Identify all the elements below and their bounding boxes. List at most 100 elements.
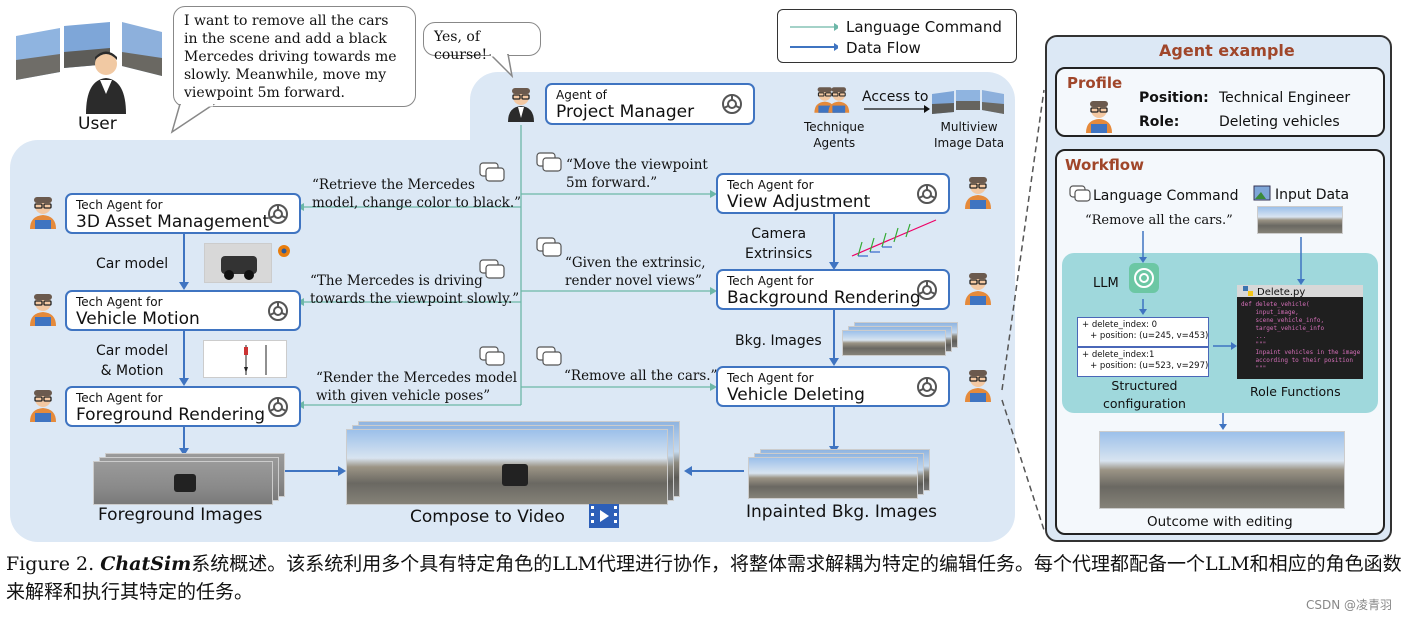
video-icon <box>589 504 619 528</box>
foreground-images-label: Foreground Images <box>98 505 263 525</box>
agent-big: Vehicle Motion <box>76 309 200 329</box>
config-entry-1: + delete_index: 0 + position: (u=245, v=… <box>1077 317 1209 347</box>
chat-icon <box>479 259 505 279</box>
foreground-image <box>93 461 273 505</box>
car-icon <box>221 256 257 280</box>
user-label: User <box>78 114 117 134</box>
compose-image <box>346 429 668 505</box>
openai-icon <box>917 279 937 300</box>
command-lines <box>179 125 839 476</box>
python-icon <box>1243 286 1253 296</box>
reply-tail <box>488 54 514 78</box>
input-data-label: Input Data <box>1275 187 1350 203</box>
access-to-label: Access to <box>862 89 929 105</box>
workflow-arrows <box>1139 231 1305 430</box>
profile-panel: Profile Position: Technical Engineer Rol… <box>1055 67 1385 137</box>
input-data-image <box>1257 206 1343 234</box>
motion-sketch <box>244 345 267 375</box>
tech-agent-icon <box>964 369 992 403</box>
car-icon <box>502 464 528 486</box>
agent-big: View Adjustment <box>727 192 871 212</box>
compose-label: Compose to Video <box>410 507 565 527</box>
access-arrow <box>864 105 930 113</box>
motion-image <box>203 340 287 378</box>
caption-name: ChatSim <box>100 553 192 575</box>
watermark: CSDN @凌青羽 <box>1306 598 1393 612</box>
position-key: Position: <box>1139 90 1209 106</box>
car-motion-label: Car model & Motion <box>96 343 169 379</box>
profile-agent-icon <box>1085 100 1113 134</box>
openai-icon <box>917 376 937 397</box>
view-adjustment-agent[interactable]: Tech Agent for View Adjustment <box>716 173 950 214</box>
agent-small: Tech Agent for <box>727 274 814 288</box>
agent-small: Tech Agent for <box>727 371 814 385</box>
inpainted-label: Inpainted Bkg. Images <box>746 502 938 522</box>
code-file-header: Delete.py <box>1237 285 1363 298</box>
openai-icon <box>1129 263 1159 293</box>
openai-icon <box>268 203 288 224</box>
tech-agent-icon <box>29 389 57 423</box>
agent-small: Tech Agent for <box>727 178 814 192</box>
multiview-label: Multiview Image Data <box>934 120 1005 150</box>
chat-icon <box>1069 185 1091 202</box>
legend-flow: Data Flow <box>846 39 921 57</box>
workflow-title: Workflow <box>1065 156 1144 174</box>
background-rendering-agent[interactable]: Tech Agent for Background Rendering <box>716 269 950 310</box>
tech-agent-icon <box>964 272 992 306</box>
agent-example-title: Agent example <box>1159 41 1295 60</box>
chat-icon <box>536 152 562 172</box>
code-filename: Delete.py <box>1257 287 1306 298</box>
agent-small: Tech Agent for <box>76 198 163 212</box>
agent-big: Vehicle Deleting <box>727 385 865 405</box>
position-value: Technical Engineer <box>1219 90 1351 106</box>
tech-agent-icon <box>29 293 57 327</box>
lang-cmd-label: Language Command <box>1093 188 1239 204</box>
legend-language: Language Command <box>846 18 1002 36</box>
workflow-panel: Workflow Language Command Input Data “Re… <box>1055 149 1385 535</box>
agent-big: Foreground Rendering <box>76 405 266 425</box>
code-file: Delete.py def delete_vehicle( input_imag… <box>1237 285 1363 379</box>
camera-label: Camera Extrinsics <box>745 226 813 262</box>
bkg-images-label: Bkg. Images <box>735 333 822 349</box>
role-key: Role: <box>1139 114 1180 130</box>
camera-trajectory-image <box>851 219 937 257</box>
foreground-rendering-agent[interactable]: Tech Agent for Foreground Rendering <box>65 386 301 427</box>
quote-viewpoint: “Move the viewpoint 5m forward.” <box>566 157 708 191</box>
tech-agent-icon <box>29 196 57 230</box>
car-icon <box>174 474 196 492</box>
legend-arrows <box>790 23 838 51</box>
config-entry-2: + delete_index:1 + position: (u=523, v=2… <box>1077 347 1209 377</box>
reply-bubble: Yes, of course! <box>423 22 541 63</box>
car-model-image <box>204 243 272 283</box>
car-model-label: Car model <box>96 256 169 272</box>
openai-icon <box>268 300 288 321</box>
pm-big: Project Manager <box>556 102 695 122</box>
user-icon <box>86 51 126 114</box>
outcome-image <box>1099 431 1345 509</box>
blender-icon <box>278 245 290 257</box>
openai-icon <box>917 183 937 204</box>
role-value: Deleting vehicles <box>1219 114 1340 130</box>
quote-remove: “Remove all the cars.” <box>564 368 718 384</box>
code-body: def delete_vehicle( input_image, scene_v… <box>1237 298 1363 378</box>
quote-retrieve: “Retrieve the Mercedes model, change col… <box>312 177 522 211</box>
chat-icon <box>479 162 505 182</box>
figure-caption: Figure 2. ChatSim系统概述。该系统利用多个具有特定角色的LLM代… <box>6 550 1406 606</box>
agent-big: Background Rendering <box>727 288 921 308</box>
project-manager-box[interactable]: Agent of Project Manager <box>545 83 755 125</box>
chat-icon <box>479 346 505 366</box>
caption-text: 系统概述。该系统利用多个具有特定角色的LLM代理进行协作，将整体需求解耦为特定的… <box>6 553 1402 603</box>
llm-label: LLM <box>1093 276 1119 291</box>
agent-small: Tech Agent for <box>76 295 163 309</box>
vehicle-motion-agent[interactable]: Tech Agent for Vehicle Motion <box>65 290 301 331</box>
vehicle-deleting-agent[interactable]: Tech Agent for Vehicle Deleting <box>716 366 950 407</box>
user-views-image <box>16 22 162 80</box>
asset-management-agent[interactable]: Tech Agent for 3D Asset Management <box>65 193 301 234</box>
technique-agents-label: Technique Agents <box>804 120 865 150</box>
multiview-image <box>932 90 1004 114</box>
reply-text: Yes, of course! <box>434 29 488 63</box>
structured-label: Structured configuration <box>1103 378 1186 411</box>
profile-title: Profile <box>1067 74 1123 92</box>
bubble-tail <box>170 104 216 134</box>
image-icon <box>1253 185 1271 201</box>
